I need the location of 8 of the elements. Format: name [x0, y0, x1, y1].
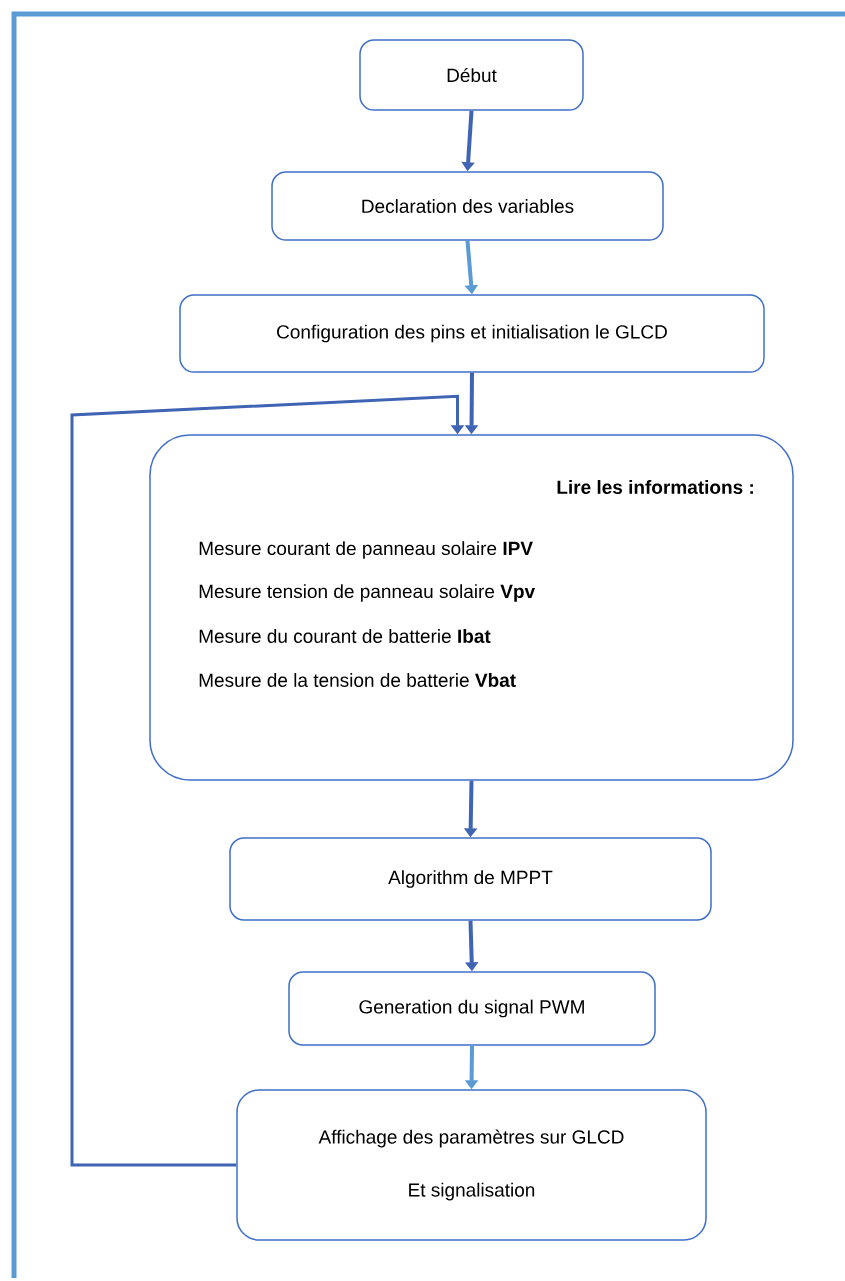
process-box: Generation du signal PWM: [288, 971, 656, 1046]
loop-arrow: [70, 394, 465, 1167]
process-box: Affichage des paramètres sur GLCD Et signalisation: [236, 1089, 707, 1241]
process-box: Configuration des pins et initialisation le GLCD: [179, 294, 765, 373]
process-box: Algorithm de MPPT: [229, 837, 712, 921]
process-box: Début: [359, 39, 584, 111]
process-box: Declaration des variables: [271, 171, 664, 241]
process-box: Lire les informations : Mesure courant de panneau solaire IPV Mesure tension de panneau solaire Vpv Mesure du courant de batterie Ibat Mesure de la tension de batterie Vbat: [149, 434, 794, 781]
